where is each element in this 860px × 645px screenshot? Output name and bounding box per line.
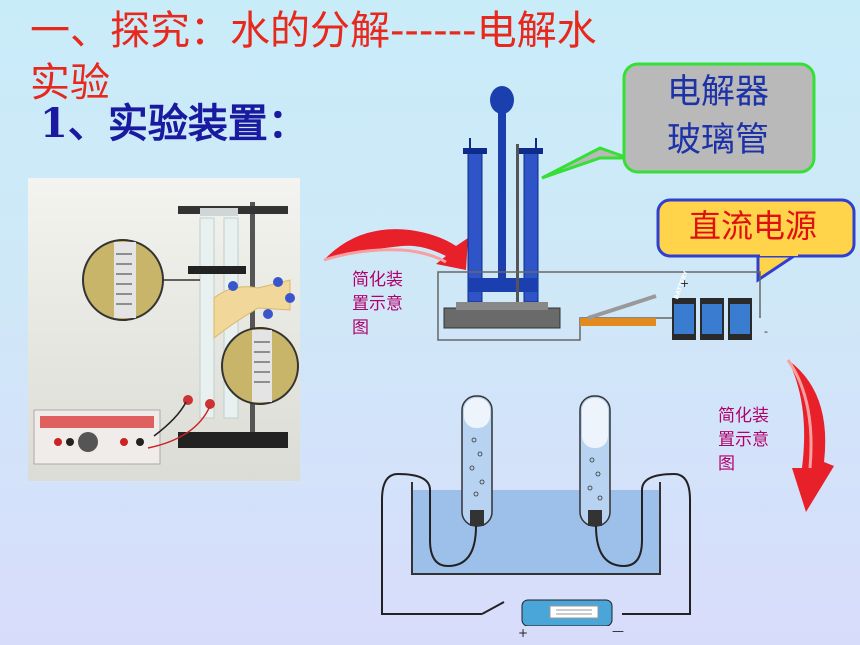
note-right-line3: 图	[718, 454, 735, 474]
beaker-schematic	[381, 395, 691, 626]
callout-tube-shape	[541, 62, 816, 180]
page-title-continued: 实验	[30, 60, 110, 106]
note-right-line2: 置示意	[718, 430, 769, 450]
section-heading: 1、实验装置：	[40, 100, 308, 147]
note-simplified-top: 简化装 置示意 图	[352, 268, 403, 340]
electrolysis-schematic	[437, 86, 761, 341]
note-right-line1: 简化装	[718, 406, 769, 426]
arrow-down-icon	[786, 359, 834, 512]
callout-tube-line1: 电解器	[667, 72, 769, 112]
note-top-line1: 简化装	[352, 270, 403, 290]
callout-power: 直流电源	[688, 207, 817, 245]
circuit-plus-sign: +	[518, 626, 529, 640]
circuit-minus-sign: —	[612, 624, 624, 638]
battery-plus-sign: +	[680, 277, 690, 290]
note-top-line2: 置示意	[352, 294, 403, 314]
arrow-right-icon	[323, 229, 468, 270]
note-simplified-right: 简化装 置示意 图	[718, 404, 769, 476]
battery-minus-sign: -	[764, 325, 768, 338]
callout-power-shape	[656, 198, 856, 283]
page-title: 一、探究：水的分解------电解水	[30, 8, 597, 54]
callout-tube: 电解器 玻璃管	[628, 68, 808, 164]
note-top-line3: 图	[352, 318, 369, 338]
apparatus-photo	[28, 178, 300, 481]
callout-tube-line2: 玻璃管	[667, 120, 769, 160]
